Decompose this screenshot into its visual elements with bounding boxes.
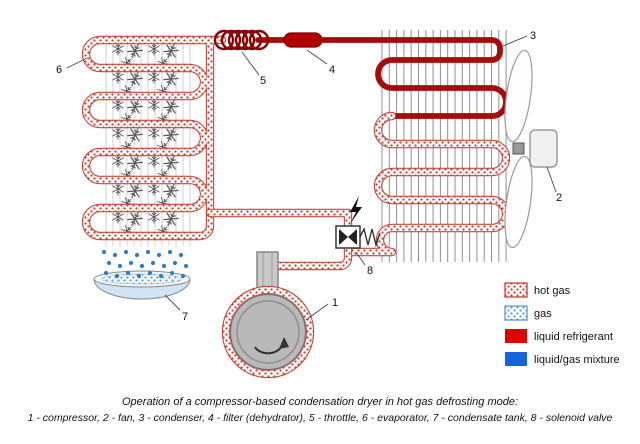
solenoid-valve (335, 196, 381, 249)
compressor-stub (256, 251, 279, 291)
legend-swatch-gas (504, 305, 528, 321)
legend-swatch-liquid-gas-mixture (505, 352, 527, 366)
callout-condensate-tank: 7 (182, 311, 188, 323)
condensate-water (101, 273, 183, 285)
callout-solenoid-valve: 8 (367, 265, 373, 277)
liquid-refrigerant-line (318, 37, 509, 119)
callouts: 1 2 3 4 5 6 7 8 (56, 30, 562, 323)
throttle (213, 29, 293, 51)
callout-compressor: 1 (332, 297, 338, 309)
diagram-svg: 1 2 3 4 5 6 7 8 hot gas gas liquid refri… (56, 29, 620, 379)
condensate-tank (93, 270, 191, 300)
callout-throttle: 5 (260, 75, 266, 87)
callout-evaporator: 6 (56, 64, 62, 76)
valve-spring (359, 226, 381, 248)
caption-title: Operation of a compressor-based condensa… (121, 396, 519, 408)
legend-label-liquid-gas-mixture: liquid/gas mixture (534, 354, 620, 366)
fan-hub (512, 142, 525, 155)
legend-label-hot-gas: hot gas (534, 285, 571, 297)
legend-swatch-liquid-refrigerant (505, 329, 527, 343)
caption: Operation of a compressor-based condensa… (0, 396, 640, 424)
water-drops (101, 249, 189, 279)
rotation-arrow (254, 346, 282, 355)
suction-line (278, 248, 348, 266)
fan (504, 49, 558, 249)
callout-fan: 2 (556, 192, 562, 204)
fan-motor (529, 129, 558, 168)
legend-swatch-hot-gas (504, 282, 528, 298)
caption-key: 1 - compressor, 2 - fan, 3 - condenser, … (27, 412, 613, 424)
fan-blade-bottom (504, 155, 533, 249)
legend: hot gas gas liquid refrigerant liquid/ga… (504, 282, 620, 366)
callout-condenser: 3 (530, 30, 536, 42)
filter-dehydrator (283, 32, 323, 48)
compressor (221, 251, 315, 379)
hot-gas-line (210, 213, 348, 226)
legend-label-gas: gas (534, 308, 552, 320)
callout-filter: 4 (329, 64, 335, 76)
fan-blade-top (504, 49, 533, 143)
legend-label-liquid-refrigerant: liquid refrigerant (534, 331, 613, 343)
lightning-bolt-icon (350, 196, 362, 224)
